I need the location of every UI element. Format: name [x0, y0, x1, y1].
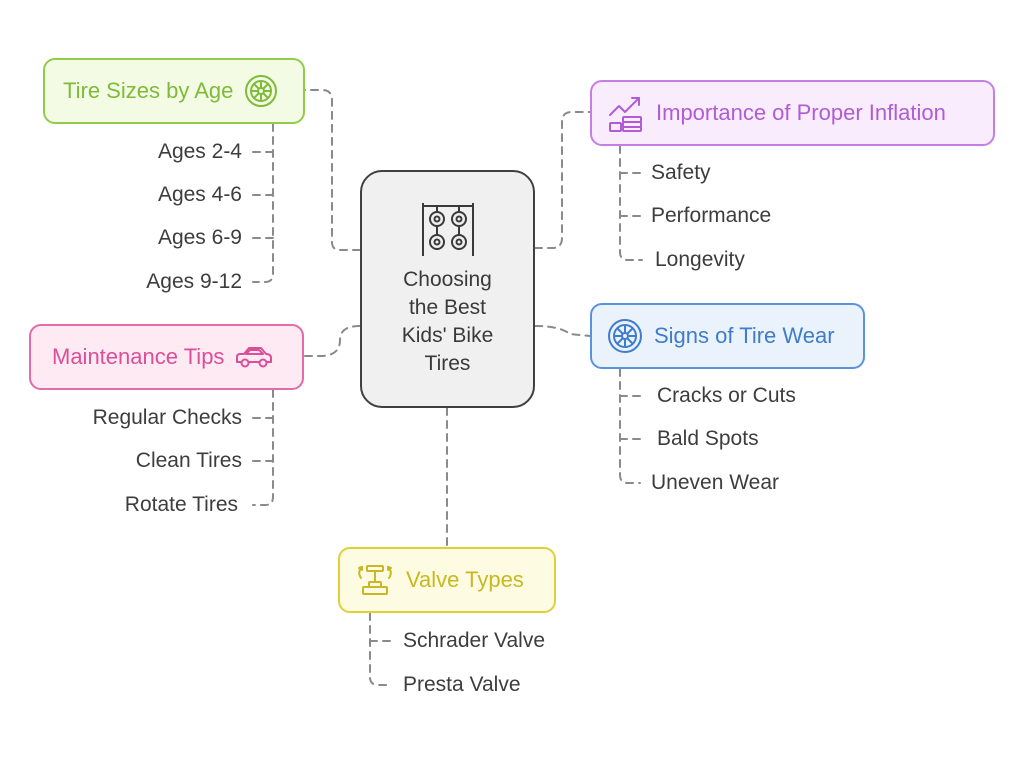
list-item-maintenance-2: Clean Tires	[135, 449, 242, 472]
branch-tire-sizes[interactable]: Tire Sizes by Age	[43, 58, 305, 124]
branch-valve-label: Valve Types	[406, 567, 524, 592]
list-item-maintenance-1: Regular Checks	[92, 406, 242, 429]
list-item-inflation-1: Safety	[651, 161, 711, 184]
list-item-maintenance-3: Rotate Tires	[124, 493, 238, 516]
tire-icon	[245, 75, 278, 107]
center-topic-title: Choosing the Best Kids' Bike Tires	[401, 268, 494, 375]
list-item-wear-3: Uneven Wear	[651, 471, 780, 494]
center-topic[interactable]: Choosing the Best Kids' Bike Tires	[360, 170, 535, 408]
car-icon	[236, 347, 273, 368]
list-item-sizes-1: Ages 2-4	[157, 140, 242, 163]
list-item-inflation-3: Longevity	[655, 248, 745, 271]
list-item-valve-1: Schrader Valve	[403, 629, 546, 652]
list-item-wear-2: Bald Spots	[657, 427, 759, 450]
list-item-sizes-4: Ages 9-12	[146, 270, 242, 293]
branch-wear-label: Signs of Tire Wear	[654, 323, 835, 348]
bike-wheels-icon	[421, 203, 474, 256]
list-item-valve-2: Presta Valve	[403, 673, 521, 696]
list-item-sizes-3: Ages 6-9	[157, 226, 242, 249]
valve-pump-icon	[358, 565, 392, 595]
list-item-wear-1: Cracks or Cuts	[657, 384, 796, 407]
wheel-icon	[608, 319, 642, 353]
branch-tire-wear[interactable]: Signs of Tire Wear	[590, 303, 865, 369]
chart-growth-icon	[609, 97, 642, 132]
branch-inflation-label: Importance of Proper Inflation	[656, 100, 946, 125]
branch-valve-types[interactable]: Valve Types	[338, 547, 556, 613]
branch-maintenance-tips[interactable]: Maintenance Tips	[29, 324, 304, 390]
branch-tire-sizes-label: Tire Sizes by Age	[63, 78, 234, 103]
list-item-inflation-2: Performance	[651, 204, 772, 227]
list-item-sizes-2: Ages 4-6	[157, 183, 242, 206]
branch-proper-inflation[interactable]: Importance of Proper Inflation	[590, 80, 995, 146]
branch-maintenance-label: Maintenance Tips	[52, 344, 225, 369]
